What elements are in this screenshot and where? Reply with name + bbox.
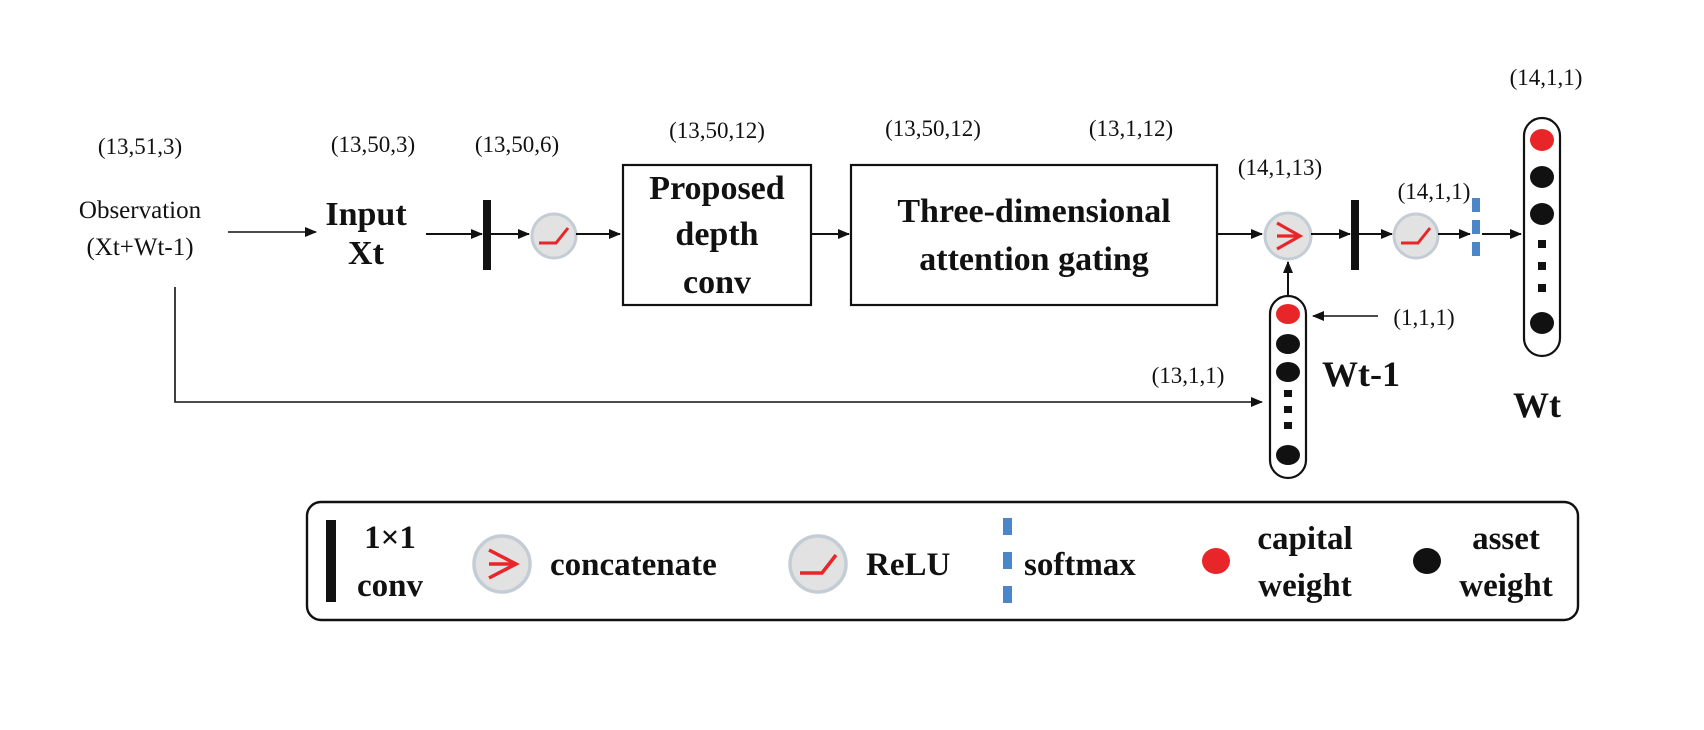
- legend-concatenate-icon: [472, 534, 532, 594]
- attention-line2: attention gating: [919, 241, 1149, 278]
- conv1x1-icon: [483, 200, 491, 270]
- legend-conv-line2: conv: [357, 568, 424, 604]
- prev-weight-label: Wt-1: [1322, 354, 1400, 394]
- asset-weight-dot: [1276, 362, 1300, 382]
- depth-conv-box: [621, 163, 813, 307]
- dim-after-conv: (13,50,6): [475, 132, 559, 157]
- output-weight-label: Wt: [1513, 385, 1561, 425]
- legend-capital-line2: weight: [1258, 568, 1352, 604]
- legend-capital-line1: capital: [1257, 521, 1352, 557]
- asset-weight-dot: [1276, 334, 1300, 354]
- input-label-line1: Input: [325, 196, 407, 233]
- legend-conv-icon: [326, 520, 336, 602]
- dim-after-conv2: (14,1,1): [1398, 179, 1471, 204]
- depth-conv-line3: conv: [683, 264, 751, 301]
- legend-asset-line1: asset: [1472, 521, 1540, 557]
- asset-weight-dot: [1530, 312, 1554, 334]
- input-label-line2: Xt: [348, 235, 385, 272]
- observation-label-line2: (Xt+Wt-1): [86, 234, 193, 261]
- legend-asset-line2: weight: [1459, 568, 1553, 604]
- legend-concatenate-label: concatenate: [550, 547, 717, 583]
- legend-box: [305, 500, 1580, 622]
- legend-asset-dot: [1413, 548, 1441, 574]
- legend-softmax-icon: [1003, 518, 1012, 603]
- dim-cash: (1,1,1): [1393, 305, 1454, 330]
- dim-attention-in: (13,50,12): [885, 116, 981, 141]
- legend-softmax-label: softmax: [1024, 547, 1136, 583]
- concatenate-icon: [1263, 211, 1313, 261]
- dim-attention-out: (13,1,12): [1089, 116, 1173, 141]
- legend-conv-line1: 1×1: [364, 520, 416, 556]
- depth-conv-line2: depth: [675, 216, 758, 253]
- arrow-skip-connection: [174, 287, 1263, 407]
- capital-weight-dot: [1530, 129, 1554, 151]
- asset-weight-dot: [1530, 203, 1554, 225]
- dim-output: (14,1,1): [1510, 65, 1583, 90]
- prev-weight-entries: [1276, 304, 1300, 465]
- asset-weight-dot: [1530, 166, 1554, 188]
- asset-weight-dot: [1276, 445, 1300, 465]
- legend-relu-label: ReLU: [866, 547, 950, 583]
- output-weight-entries: [1530, 129, 1554, 334]
- dim-prev-weight: (13,1,1): [1152, 363, 1225, 388]
- relu-icon: [530, 212, 578, 260]
- conv1x1-icon-2: [1351, 200, 1359, 270]
- attention-line1: Three-dimensional: [897, 193, 1170, 230]
- relu-icon-2: [1392, 212, 1440, 260]
- dim-observation: (13,51,3): [98, 134, 182, 159]
- observation-label-line1: Observation: [79, 197, 202, 224]
- legend: 1×1 conv concatenate ReLU softmax capita…: [305, 500, 1580, 622]
- depth-conv-line1: Proposed: [649, 170, 784, 207]
- dim-input: (13,50,3): [331, 132, 415, 157]
- dim-depth-conv: (13,50,12): [669, 118, 765, 143]
- legend-relu-icon: [788, 534, 848, 594]
- dim-concat: (14,1,13): [1238, 155, 1322, 180]
- attention-gating-box: [849, 163, 1219, 307]
- legend-capital-dot: [1202, 548, 1230, 574]
- capital-weight-dot: [1276, 304, 1300, 324]
- softmax-icon: [1472, 198, 1480, 256]
